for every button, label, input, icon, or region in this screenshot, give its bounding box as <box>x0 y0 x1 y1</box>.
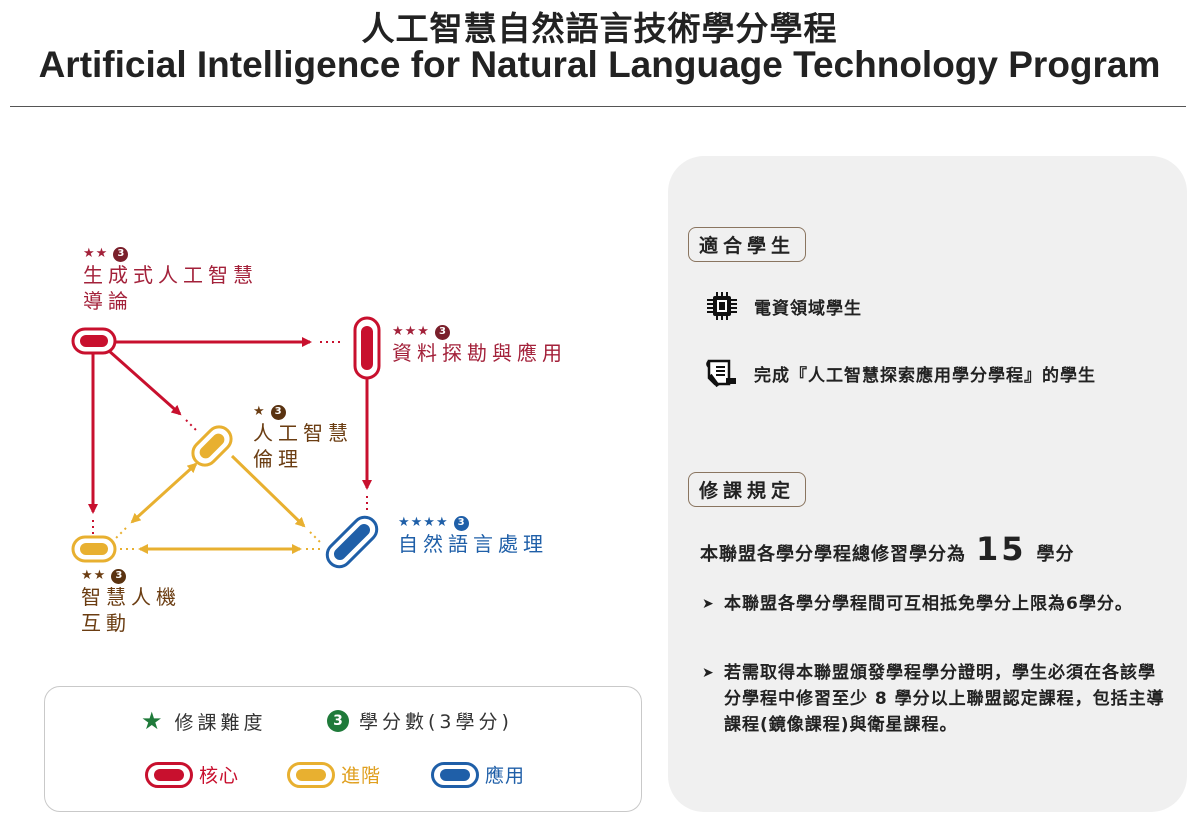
title-divider <box>10 106 1186 107</box>
rule-item-2: ➤ 若需取得本聯盟頒發學程學分證明，學生必須在各該學分學程中修習至少 8 學分以… <box>700 660 1170 738</box>
page-title-en: Artificial Intelligence for Natural Lang… <box>38 44 1161 85</box>
course-title: 智慧人機 <box>81 585 181 609</box>
course-title: 生成式人工智慧 <box>83 263 258 287</box>
course-title-line2: 導論 <box>83 289 133 313</box>
course-map-diagram <box>71 316 381 569</box>
course-nlp: ★★★★ 3 自然語言處理 <box>398 515 548 557</box>
legend-core: 核心 <box>145 761 239 788</box>
chip-icon <box>707 292 737 320</box>
legend-core-label: 核心 <box>199 765 240 787</box>
difficulty-stars: ★ <box>253 404 266 419</box>
legend-difficulty-label: 修課難度 <box>174 711 267 734</box>
bullet-arrow-icon: ➤ <box>702 596 715 612</box>
rules-tag: 修課規定 <box>688 472 807 507</box>
core-capsule-icon <box>145 761 193 788</box>
legend-credits-label: 學分數(3學分) <box>359 711 513 733</box>
certificate-icon <box>706 359 736 388</box>
course-datamining: ★★★ 3 資料探勘與應用 <box>392 324 567 366</box>
total-prefix: 本聯盟各學分學程總修習學分為 <box>700 544 966 565</box>
course-genai: ★★ 3 生成式人工智慧 導論 <box>83 246 258 314</box>
capsule-datamining <box>353 316 381 380</box>
rule-text: 本聯盟各學分學程間可互相抵免學分上限為6學分。 <box>724 594 1133 614</box>
difficulty-stars: ★★★★ <box>398 515 449 530</box>
audience-text: 電資領域學生 <box>754 298 862 319</box>
capsule-ethics <box>191 425 233 467</box>
legend-advanced-label: 進階 <box>341 765 382 787</box>
course-ethics: ★ 3 人工智慧 倫理 <box>253 404 353 472</box>
total-credits-line: 本聯盟各學分學程總修習學分為 15 學分 <box>700 530 1075 568</box>
course-hci: ★★ 3 智慧人機 互動 <box>81 568 181 636</box>
credit-number-icon: 3 <box>327 709 349 732</box>
course-title: 資料探勘與應用 <box>392 341 567 365</box>
legend-box: ★ 修課難度 3 學分數(3學分) 核心 進階 應用 <box>44 686 642 812</box>
credit-badge: 3 <box>113 246 129 262</box>
legend-application-label: 應用 <box>485 765 526 787</box>
credit-badge: 3 <box>434 324 450 340</box>
application-capsule-icon <box>431 761 479 788</box>
audience-item-prior-program: 完成『人工智慧探索應用學分學程』的學生 <box>706 358 1096 388</box>
rule-text: 若需取得本聯盟頒發學程學分證明，學生必須在各該學分學程中修習至少 8 學分以上聯… <box>724 663 1165 735</box>
total-credits-value: 15 <box>976 530 1027 568</box>
advanced-capsule-icon <box>287 761 335 788</box>
course-title: 自然語言處理 <box>398 532 548 556</box>
capsule-genai <box>71 327 117 355</box>
credit-badge: 3 <box>111 568 127 584</box>
total-suffix: 學分 <box>1036 544 1075 565</box>
rule-item-1: ➤ 本聯盟各學分學程間可互相抵免學分上限為6學分。 <box>700 591 1170 617</box>
legend-credits: 3 學分數(3學分) <box>327 707 513 734</box>
legend-advanced: 進階 <box>287 761 381 788</box>
prereq-arrows-advanced <box>115 454 323 554</box>
difficulty-stars: ★★ <box>83 246 109 261</box>
capsule-hci <box>71 535 117 563</box>
course-title-line2: 倫理 <box>253 447 303 471</box>
legend-application: 應用 <box>431 761 525 788</box>
bullet-arrow-icon: ➤ <box>702 665 715 681</box>
credit-badge: 3 <box>270 404 286 420</box>
course-title: 人工智慧 <box>253 421 353 445</box>
legend-difficulty: ★ 修課難度 <box>141 707 267 735</box>
prereq-arrows-core <box>88 337 372 534</box>
star-icon: ★ <box>141 707 167 735</box>
difficulty-stars: ★★ <box>81 568 107 583</box>
course-title-line2: 互動 <box>81 611 131 635</box>
audience-item-eecs: 電資領域學生 <box>706 292 862 320</box>
difficulty-stars: ★★★ <box>392 324 430 339</box>
credit-badge: 3 <box>453 515 469 531</box>
page-title-zh: 人工智慧自然語言技術學分學程 <box>361 9 838 48</box>
audience-tag: 適合學生 <box>688 227 807 262</box>
capsule-nlp <box>325 515 379 569</box>
audience-text: 完成『人工智慧探索應用學分學程』的學生 <box>754 365 1096 386</box>
